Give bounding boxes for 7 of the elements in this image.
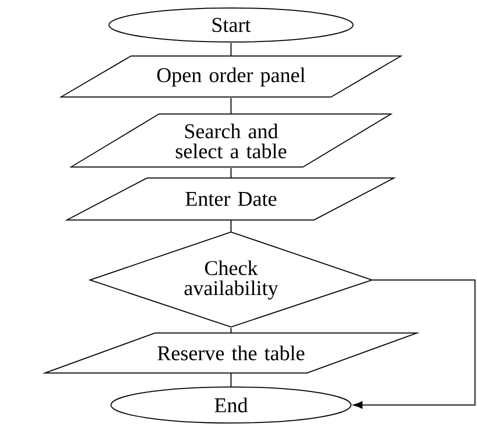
connector-line — [230, 328, 232, 333]
connector-line — [230, 168, 232, 178]
loop-arrow — [353, 280, 476, 409]
connector-line — [230, 220, 232, 232]
connector-line — [230, 98, 232, 114]
connector-line — [230, 42, 232, 56]
connector-line — [230, 373, 232, 387]
